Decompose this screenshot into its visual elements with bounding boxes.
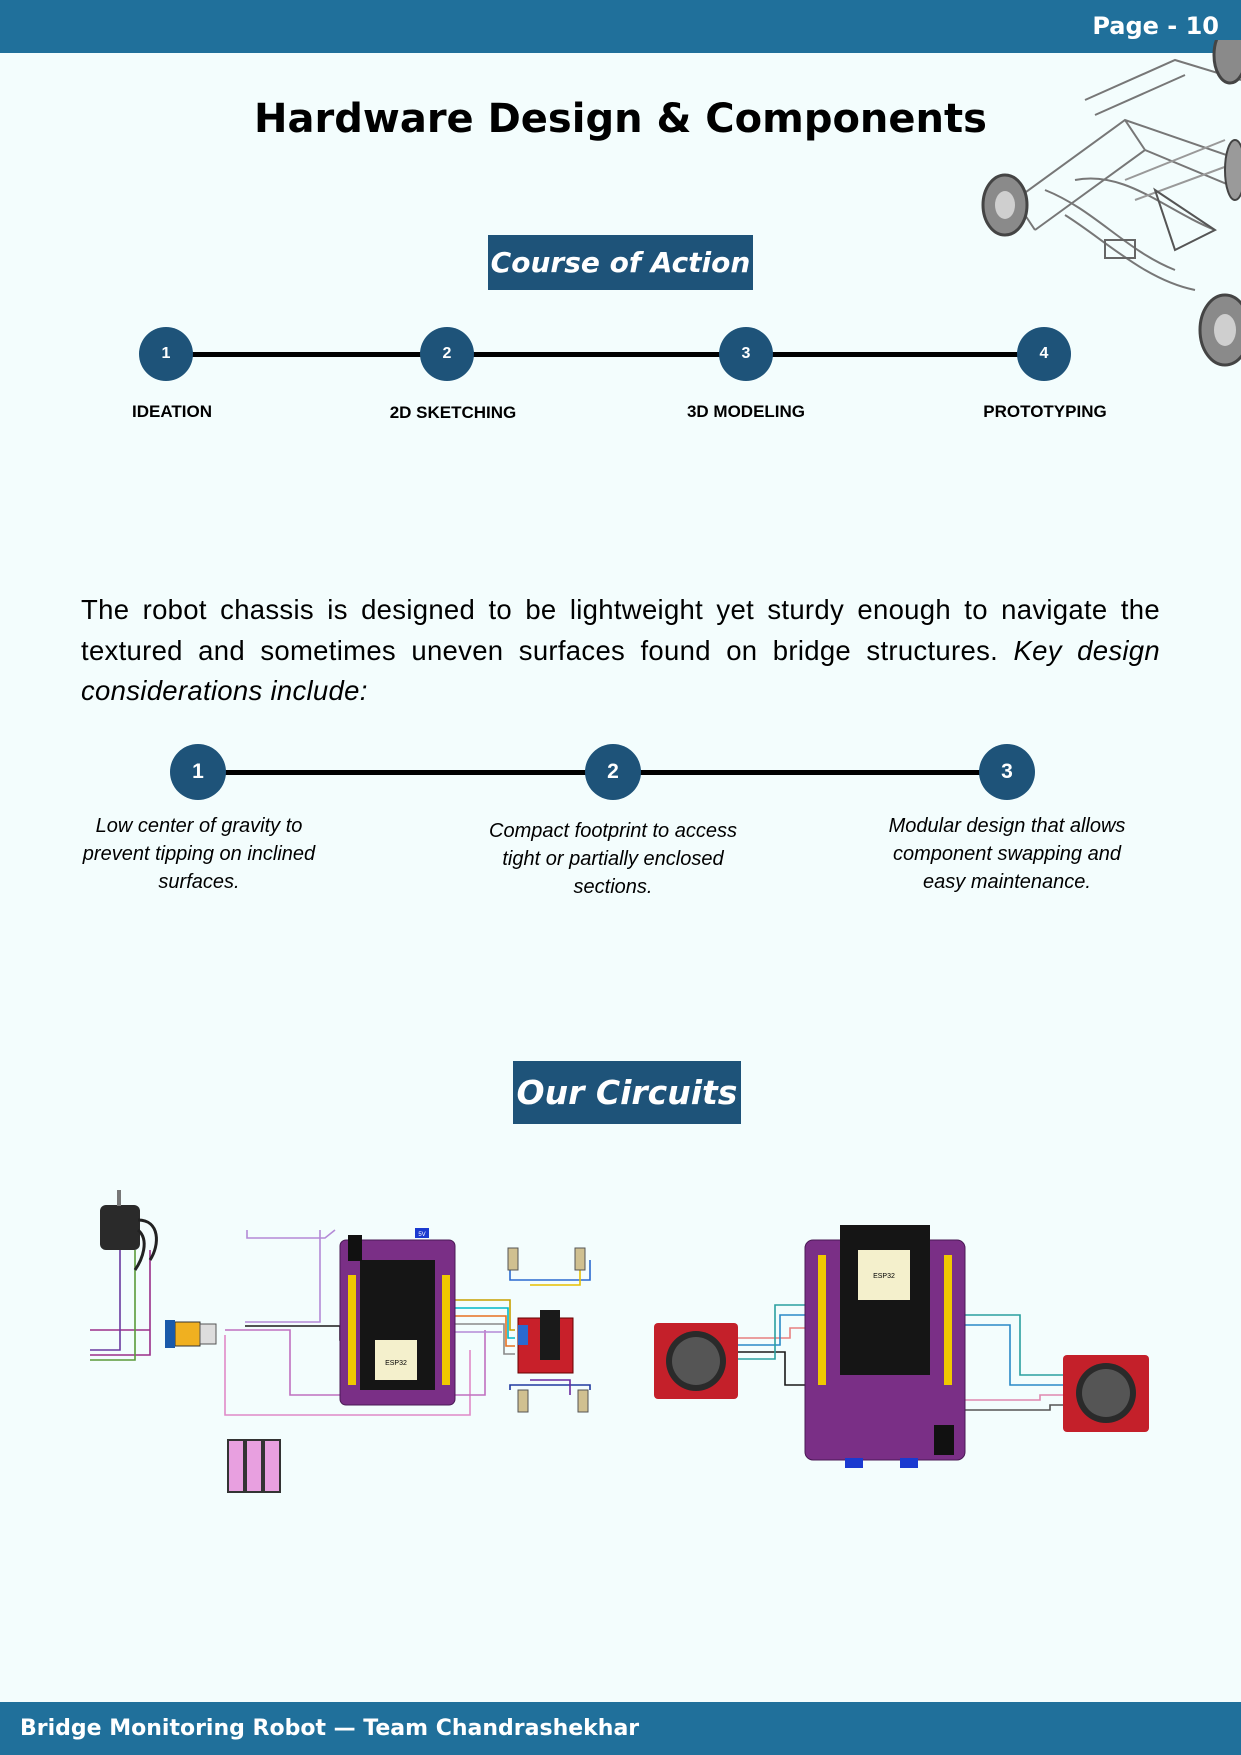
consideration-circle: 1: [170, 744, 226, 800]
footer-bar: Bridge Monitoring Robot — Team Chandrash…: [0, 1702, 1241, 1755]
consideration-circle: 3: [979, 744, 1035, 800]
step-label: 2D SKETCHING: [389, 403, 517, 422]
chassis-description: The robot chassis is designed to be ligh…: [81, 590, 1160, 712]
step-label: 3D MODELING: [686, 402, 806, 421]
step-circle: 3: [719, 327, 773, 381]
timeline-line: [166, 352, 1044, 357]
step-label: PROTOTYPING: [983, 402, 1107, 421]
description-text: The robot chassis is designed to be ligh…: [81, 594, 1160, 666]
description-emphasis: Key design considerations include:: [81, 634, 1160, 707]
footer-text: Bridge Monitoring Robot — Team Chandrash…: [20, 1716, 640, 1741]
step-label: IDEATION: [132, 402, 212, 421]
page-title: Hardware Design & Components: [254, 96, 987, 142]
consideration-text: Low center of gravity to prevent tipping…: [82, 815, 316, 893]
step-circle: 4: [1017, 327, 1071, 381]
step-circle: 2: [420, 327, 474, 381]
robot-chassis-image: [981, 40, 1241, 367]
header-bar: Page - 10: [0, 0, 1241, 53]
esp32-label: ESP32: [385, 1360, 407, 1367]
consideration-circle: 2: [585, 744, 641, 800]
step-circle: 1: [139, 327, 193, 381]
consideration-text: Modular design that allows component swa…: [888, 815, 1126, 893]
esp32-label-2: ESP32: [873, 1273, 895, 1280]
pin-label-5v: 5V: [418, 1232, 425, 1238]
joystick-controller-circuit-diagram: ESP32: [654, 1225, 1149, 1468]
our-circuits-heading: Our Circuits: [513, 1061, 741, 1124]
consideration-text: Compact footprint to access tight or par…: [489, 820, 737, 898]
course-of-action-heading: Course of Action: [488, 235, 753, 290]
page-number: Page - 10: [1092, 12, 1219, 40]
motor-driver-circuit-diagram: ESP32 5V: [90, 1190, 591, 1493]
